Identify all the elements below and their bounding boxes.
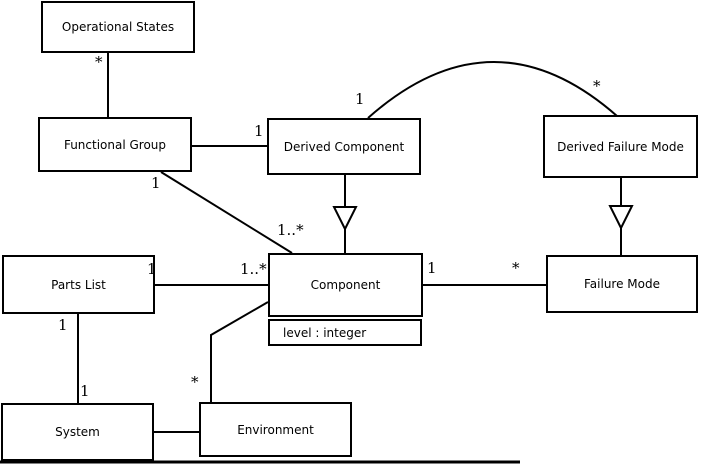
multiplicity-fg-comp-source: 1	[151, 174, 161, 192]
multiplicity-os-fg: *	[95, 53, 103, 71]
multiplicity-pl-sys-target: 1	[80, 382, 90, 400]
node-component-attributes[interactable]: level : integer	[268, 319, 422, 346]
node-failure-mode[interactable]: Failure Mode	[546, 255, 698, 313]
multiplicity-fg-dc: 1	[254, 122, 264, 140]
edge-functionalgroup-component	[160, 171, 293, 254]
component-attribute-level: level : integer	[283, 325, 367, 340]
node-operational-states-label: Operational States	[61, 20, 175, 34]
node-component-label: Component	[310, 278, 381, 292]
node-functional-group[interactable]: Functional Group	[38, 117, 192, 172]
multiplicity-fg-comp-target: 1..*	[277, 221, 304, 239]
generalization-triangle-derivedcomponent	[332, 206, 358, 232]
node-environment[interactable]: Environment	[199, 402, 352, 457]
node-derived-failure-mode-label: Derived Failure Mode	[557, 139, 684, 154]
edge-environment-component	[210, 301, 269, 402]
node-system-label: System	[55, 425, 100, 439]
edge-derivedcomponent-derivedfailuremode-arc	[367, 61, 618, 119]
node-derived-failure-mode[interactable]: Derived Failure Mode	[543, 115, 698, 178]
node-derived-component-label: Derived Component	[283, 139, 405, 154]
multiplicity-pl-comp-source: 1	[147, 260, 157, 278]
multiplicity-arc-source: 1	[355, 90, 365, 108]
node-component[interactable]: Component	[268, 253, 423, 317]
node-system[interactable]: System	[1, 403, 154, 461]
node-failure-mode-label: Failure Mode	[584, 277, 660, 291]
multiplicity-pl-comp-target: 1..*	[240, 260, 267, 278]
node-parts-list-label: Parts List	[51, 277, 106, 292]
node-environment-label: Environment	[237, 422, 314, 437]
multiplicity-comp-fm-source: 1	[427, 259, 437, 277]
node-operational-states[interactable]: Operational States	[41, 1, 195, 53]
multiplicity-env-comp: *	[191, 373, 199, 391]
node-derived-component[interactable]: Derived Component	[267, 118, 421, 175]
generalization-triangle-derivedfailuremode	[608, 205, 634, 231]
node-functional-group-label: Functional Group	[63, 137, 167, 152]
multiplicity-arc-target: *	[593, 77, 601, 95]
node-parts-list[interactable]: Parts List	[2, 255, 155, 314]
multiplicity-comp-fm-target: *	[512, 259, 520, 277]
multiplicity-pl-sys-source: 1	[58, 316, 68, 334]
